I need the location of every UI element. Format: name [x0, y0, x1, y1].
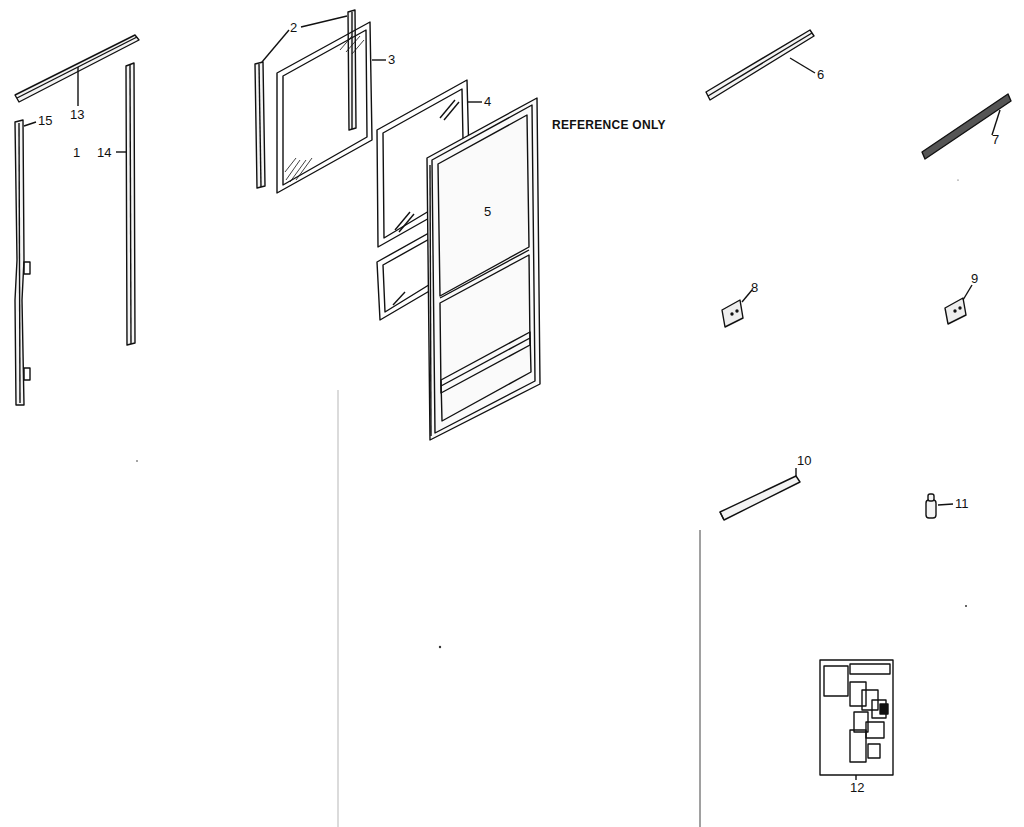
callout-number: 3 [388, 52, 395, 67]
callout-number: 5 [484, 204, 491, 219]
callout-number: 7 [992, 132, 999, 147]
callout-number: 15 [38, 113, 52, 128]
callout-number: 11 [955, 496, 969, 511]
reference-note: REFERENCE ONLY [552, 118, 666, 133]
callout-number: 8 [751, 280, 758, 295]
callout-number: 12 [850, 780, 864, 795]
callout-number: 14 [97, 145, 111, 160]
callout-number: 2 [290, 20, 297, 35]
callout-number: 6 [817, 67, 824, 82]
callout-number: 13 [70, 107, 84, 122]
callout-number: 1 [73, 145, 80, 160]
callout-number: 9 [971, 271, 978, 286]
callout-number: 10 [797, 453, 811, 468]
callout-number: 4 [484, 94, 491, 109]
